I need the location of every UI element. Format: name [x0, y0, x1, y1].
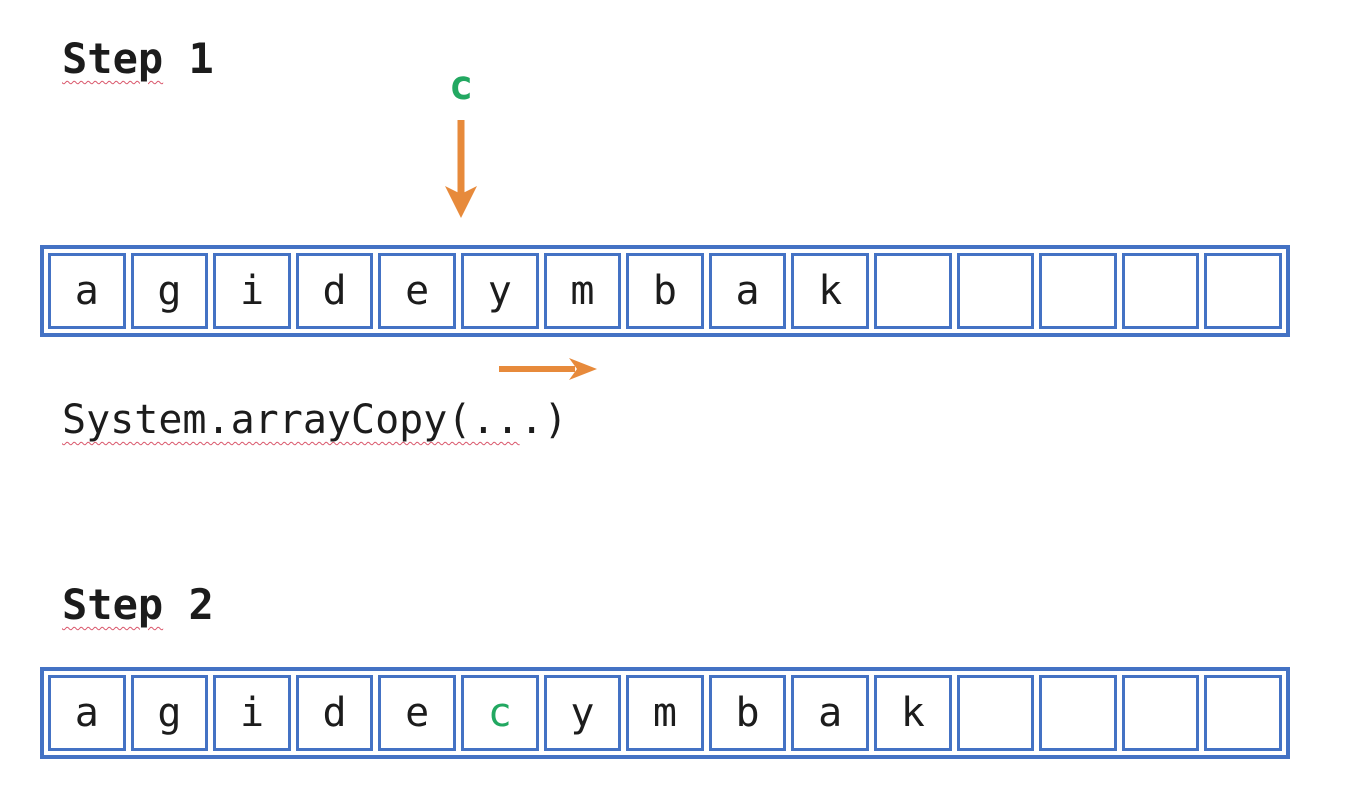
array-cell-g: g — [130, 675, 209, 751]
step2-heading-number: 2 — [163, 580, 214, 629]
arraycopy-caption-tail: .) — [519, 397, 568, 443]
array-cell-i: i — [213, 253, 291, 329]
array-cell-m: m — [626, 675, 704, 751]
array-cell-empty — [956, 675, 1035, 751]
array-cell-y: y — [460, 253, 539, 329]
right-arrow-icon — [499, 358, 597, 380]
array-cell-empty — [1204, 253, 1282, 329]
array-cell-empty — [1039, 253, 1117, 329]
array-cell-empty — [1039, 675, 1117, 751]
array-cell-k: k — [873, 675, 952, 751]
array-cell-g: g — [130, 253, 209, 329]
step1-heading-number: 1 — [163, 34, 214, 83]
array-cell-a: a — [791, 675, 869, 751]
down-arrow-icon — [445, 120, 477, 218]
array-cell-a: a — [48, 675, 126, 751]
step2-heading: Step 2 — [62, 580, 214, 630]
array-cell-a: a — [48, 253, 126, 329]
array-cell-y: y — [543, 675, 622, 751]
array-cell-c: c — [460, 675, 539, 751]
array-cell-a: a — [708, 253, 787, 329]
step1-heading-word: Step — [62, 34, 164, 83]
array-cell-b: b — [708, 675, 787, 751]
arraycopy-caption-main: System.arrayCopy(.. — [62, 397, 520, 443]
insert-char-label: c — [448, 63, 474, 109]
array-cell-d: d — [295, 253, 374, 329]
arraycopy-caption: System.arrayCopy(...) — [62, 396, 568, 444]
step1-heading: Step 1 — [62, 34, 214, 84]
array-cell-m: m — [543, 253, 622, 329]
array-cell-empty — [873, 253, 952, 329]
step2-heading-word: Step — [62, 580, 164, 629]
array-cell-e: e — [378, 253, 456, 329]
array-cell-empty — [1204, 675, 1282, 751]
array-cell-e: e — [378, 675, 456, 751]
array-cell-i: i — [213, 675, 291, 751]
array-cell-k: k — [791, 253, 869, 329]
array-cell-empty — [1121, 253, 1200, 329]
array-cell-empty — [1121, 675, 1200, 751]
array-cell-b: b — [626, 253, 704, 329]
array-cell-d: d — [295, 675, 374, 751]
array-cell-empty — [956, 253, 1035, 329]
